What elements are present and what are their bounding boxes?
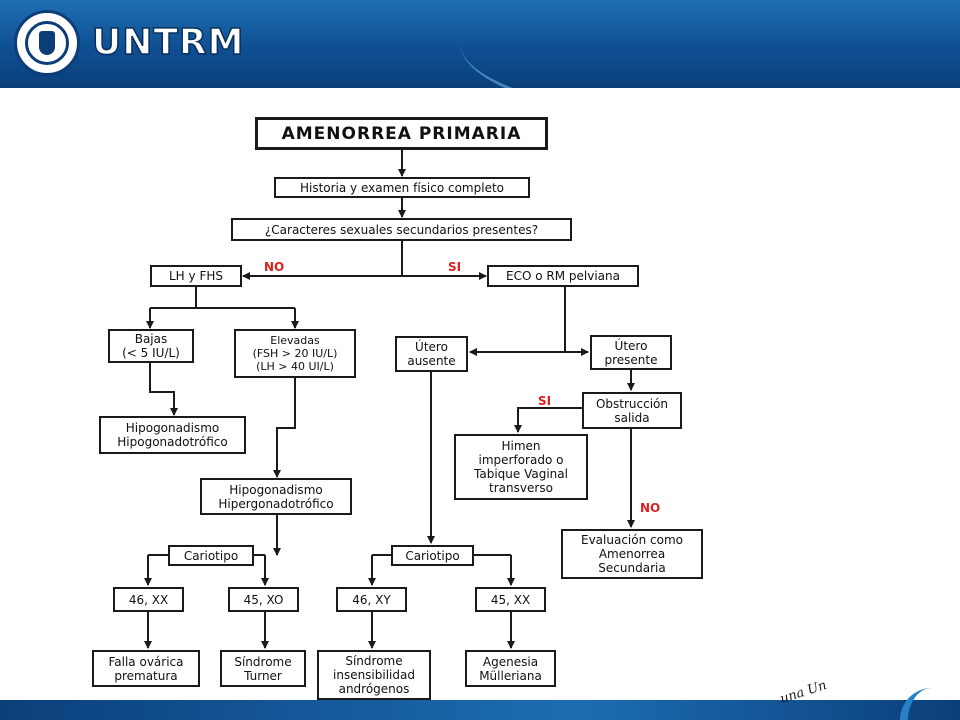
brand-name: UNTRM bbox=[91, 21, 245, 64]
label-si-right: SI bbox=[448, 260, 462, 274]
edge-elevadas-hipohiper bbox=[273, 378, 296, 478]
node-hipogonadismo-hipergonadotrofico: Hipogonadismo Hipergonadotrófico bbox=[200, 478, 352, 515]
node-evaluacion-amenorrea-secundaria: Evaluación como Amenorrea Secundaria bbox=[561, 529, 703, 579]
node-cariotipo-left: Cariotipo bbox=[168, 545, 254, 566]
node-lh-fhs: LH y FHS bbox=[150, 265, 242, 287]
node-46xx: 46, XX bbox=[113, 587, 184, 612]
university-seal-logo bbox=[14, 10, 80, 76]
node-bajas: Bajas (< 5 IU/L) bbox=[108, 329, 194, 363]
node-utero-ausente: Útero ausente bbox=[395, 336, 468, 372]
footer-swoosh-decoration bbox=[900, 688, 950, 720]
node-hipogonadismo-hipogonadotrofico: Hipogonadismo Hipogonadotrófico bbox=[99, 416, 246, 454]
node-caracteres: ¿Caracteres sexuales secundarios present… bbox=[231, 218, 572, 241]
label-no-obstruccion: NO bbox=[640, 501, 661, 515]
node-historia: Historia y examen físico completo bbox=[274, 177, 530, 198]
node-45xo: 45, XO bbox=[228, 587, 299, 612]
node-46xy: 46, XY bbox=[336, 587, 407, 612]
node-amenorrea-primaria: AMENORREA PRIMARIA bbox=[255, 117, 548, 150]
node-obstruccion-salida: Obstrucción salida bbox=[582, 392, 682, 429]
label-si-obstruccion: SI bbox=[538, 394, 552, 408]
node-sindrome-turner: Síndrome Turner bbox=[220, 650, 306, 687]
node-eco: ECO o RM pelviana bbox=[487, 265, 639, 287]
node-elevadas: Elevadas (FSH > 20 IU/L) (LH > 40 UI/L) bbox=[234, 329, 356, 378]
node-utero-presente: Útero presente bbox=[590, 335, 672, 370]
label-no-left: NO bbox=[264, 260, 285, 274]
node-agenesia-mulleriana: Agenesia Mülleriana bbox=[465, 650, 556, 687]
footer-bar bbox=[0, 700, 960, 720]
node-45xx: 45, XX bbox=[475, 587, 546, 612]
node-sindrome-insensibilidad: Síndrome insensibilidad andrógenos bbox=[317, 650, 431, 700]
header-banner: UNTRM bbox=[0, 0, 960, 88]
node-cariotipo-right: Cariotipo bbox=[391, 545, 474, 566]
node-himen-imperforado: Himen imperforado o Tabique Vaginal tran… bbox=[454, 434, 588, 500]
node-falla-ovarica: Falla ovárica prematura bbox=[92, 650, 200, 687]
edge-bajas-hipohipo bbox=[149, 363, 178, 416]
edge-obstruccion-himen bbox=[514, 407, 582, 433]
